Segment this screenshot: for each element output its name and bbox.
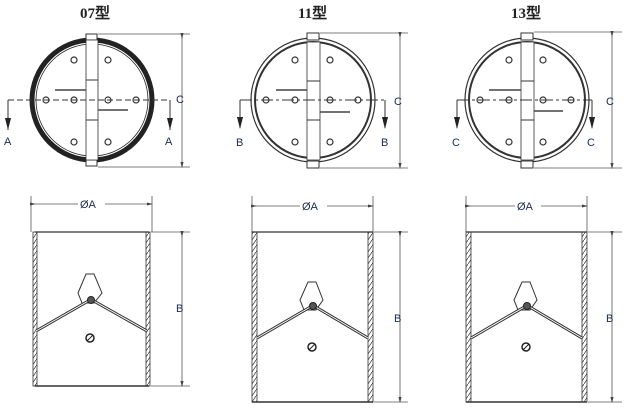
section-view-11: ØA B [250, 196, 408, 404]
diameter-label: ØA [517, 201, 534, 213]
length-label: B [394, 313, 401, 325]
section-view-13: ØA B [464, 196, 622, 404]
diameter-label: ØA [302, 201, 319, 213]
section-label-right: B [381, 137, 388, 149]
model-13-title: 13型 [511, 6, 542, 22]
section-label-left: A [4, 136, 12, 148]
diameter-label: ØA [80, 199, 97, 211]
model-11-title: 11型 [298, 6, 328, 22]
section-view-07: ØA B [29, 196, 190, 388]
section-label-left: C [452, 137, 460, 149]
length-label: B [176, 303, 183, 315]
section-label-right: A [165, 136, 173, 148]
top-view-13: C C C [452, 30, 622, 170]
height-label: C [394, 96, 402, 108]
length-label: B [606, 313, 613, 325]
section-label-right: C [587, 137, 595, 149]
height-label: C [176, 94, 184, 106]
top-view-07: A A C [4, 32, 190, 169]
height-label: C [606, 96, 614, 108]
model-07-title: 07型 [80, 6, 111, 22]
section-label-left: B [236, 137, 243, 149]
top-view-11: B B C [236, 31, 408, 170]
